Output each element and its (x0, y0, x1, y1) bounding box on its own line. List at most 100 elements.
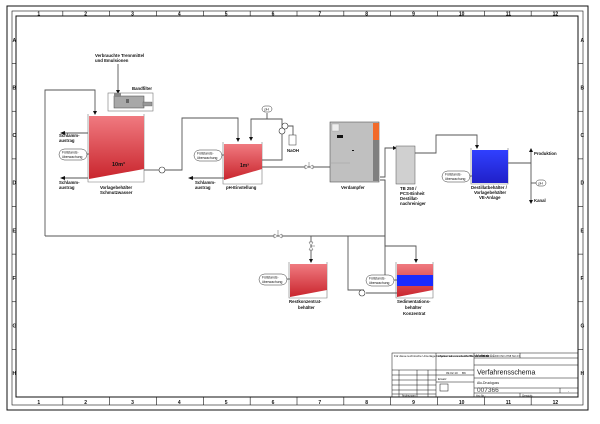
grid-row-label: A (581, 38, 585, 44)
grid-row-label: D (13, 181, 17, 187)
level-monitor-sediment: Füllstands- überwachung (365, 274, 397, 287)
change-label: Änderungen (402, 395, 416, 398)
grid-row-label: E (13, 228, 17, 234)
grid-row-label: F (581, 276, 584, 282)
svg-text:pH: pH (539, 182, 544, 186)
svg-text:NaOH: NaOH (287, 148, 299, 153)
scale-label: Maßstab 1:1 (476, 354, 495, 358)
tank2-volume: 1m³ (240, 163, 249, 169)
sludge-outlet-3: Schlamm- austrag (193, 177, 224, 190)
copyright-note: Für diese technische Unterlage behalten … (394, 354, 490, 358)
tank-ph-einstellung: 1m³ pH-Einstellung (222, 142, 263, 190)
svg-text:Schlamm-: Schlamm- (195, 180, 216, 185)
residue-tank: Restkonzentrat- behälter (288, 262, 328, 310)
level-monitor-tank1: Füllstands- überwachung (58, 148, 89, 161)
production-label: Produktion (534, 151, 557, 156)
grid-row-label: H (581, 371, 585, 377)
valve-3 (308, 241, 315, 251)
svg-text:behälter: behälter (405, 305, 422, 310)
drawing-number: 007366 (477, 387, 499, 394)
svg-text:VE-Anlage: VE-Anlage (479, 195, 501, 200)
article-label: Art.-Nr.: (476, 394, 486, 398)
input-label-line2: und Emulsionen (95, 58, 129, 63)
inner-frame (15, 15, 579, 398)
sediment-tank: Sedimentations- behälter Konzentrat (395, 262, 434, 316)
tank1-label-line1: Vorlagebehälter (100, 185, 132, 190)
grid-column-label: 7 (318, 400, 321, 406)
grid-row-label: C (13, 133, 17, 139)
svg-text:überwachung: überwachung (445, 177, 465, 181)
grid-column-label: 1 (37, 400, 40, 406)
level-monitor-distillate: Füllstands- überwachung (441, 170, 472, 183)
svg-text:Füllstands-: Füllstands- (262, 276, 279, 280)
date-value: 09.02.10 (446, 371, 458, 375)
grid-column-label: 2 (84, 11, 87, 17)
naoh-container: NaOH (287, 134, 299, 153)
grid-row-label: B (581, 85, 585, 91)
author-value: BK (462, 371, 466, 375)
grid-column-label: 5 (225, 11, 228, 17)
tank1-volume: 10m³ (112, 161, 125, 168)
svg-text:Schlamm-: Schlamm- (59, 180, 80, 185)
svg-text:Füllstands-: Füllstands- (369, 277, 386, 281)
grid-column-label: 9 (412, 400, 415, 406)
sludge-outlet-1: Schlamm- austrag (59, 132, 88, 143)
bandfilter: Bandfilter (107, 86, 154, 112)
drawing-subtitle: Alu-Druckguss (477, 381, 499, 385)
svg-text:austrag: austrag (59, 138, 75, 143)
grid-column-label: 11 (506, 400, 512, 406)
grid-column-label: 1 (37, 11, 40, 17)
grid-column-label: 6 (272, 400, 275, 406)
evaporator-label: Verdampfer (341, 185, 365, 190)
pipes (44, 64, 536, 291)
title-block (391, 352, 579, 398)
tolerance-note: Allgemeintoleranzen nach DIN ISO 2768 Te… (438, 354, 521, 358)
middle-frame (11, 10, 584, 406)
svg-text:überwachung: überwachung (62, 155, 82, 159)
grid-row-label: G (581, 324, 585, 330)
input-label-line1: Verbrauchte Trennmittel (95, 53, 144, 58)
distillate-tank: Destillatbehälter / Vorlagebehälter VE-A… (470, 148, 509, 200)
tank-vorlagebehaelter: 10m³ Vorlagebehälter Schmutzwasser (87, 114, 145, 195)
svg-text:Konzentrat: Konzentrat (403, 311, 426, 316)
sludge-outlet-2: Schlamm- austrag (59, 177, 88, 190)
grid-column-label: 3 (131, 11, 134, 17)
svg-text:Füllstands-: Füllstands- (62, 151, 79, 155)
svg-text:nachreiniger: nachreiniger (400, 201, 426, 206)
grid-row-label: D (581, 181, 585, 187)
grid-column-label: 2 (84, 400, 87, 406)
grid-column-label: 11 (506, 11, 512, 17)
grid-row-label: C (581, 133, 585, 139)
svg-text:TB 250 /: TB 250 / (400, 186, 417, 191)
pump-2 (358, 289, 366, 297)
ph-sensor-2: pH (535, 179, 547, 187)
grid-column-label: 8 (365, 400, 368, 406)
grid-column-label: 3 (131, 400, 134, 406)
svg-text:Restkonzentrat-: Restkonzentrat- (289, 299, 322, 304)
svg-text:Destillat-: Destillat- (400, 196, 419, 201)
svg-text:Füllstands-: Füllstands- (445, 173, 462, 177)
grid-column-label: 4 (178, 11, 181, 17)
dosing-pump-2 (281, 122, 289, 130)
grid-column-label: 4 (178, 400, 181, 406)
material-label: Ersatz (438, 377, 447, 381)
grid-column-label: 12 (553, 11, 559, 17)
svg-text:Sedimentations-: Sedimentations- (397, 299, 431, 304)
svg-text:behälter: behälter (298, 305, 315, 310)
revision: - (568, 389, 569, 393)
drawing-title: Verfahrensschema (477, 370, 535, 377)
svg-text:Destillatbehälter /: Destillatbehälter / (471, 185, 508, 190)
outer-frame (6, 5, 589, 411)
level-monitor-residue: Füllstands- überwachung (258, 273, 290, 286)
dosing-pump (278, 127, 286, 135)
ph-sensor: pH (261, 105, 273, 113)
svg-text:austrag: austrag (59, 185, 75, 190)
svg-text:überwachung: überwachung (369, 281, 389, 285)
grid-row-label: B (13, 85, 17, 91)
grid-row-label: F (13, 276, 16, 282)
grid-column-label: 7 (318, 11, 321, 17)
grid-column-label: 8 (365, 11, 368, 17)
svg-text:PCS-Einheit: PCS-Einheit (400, 191, 425, 196)
